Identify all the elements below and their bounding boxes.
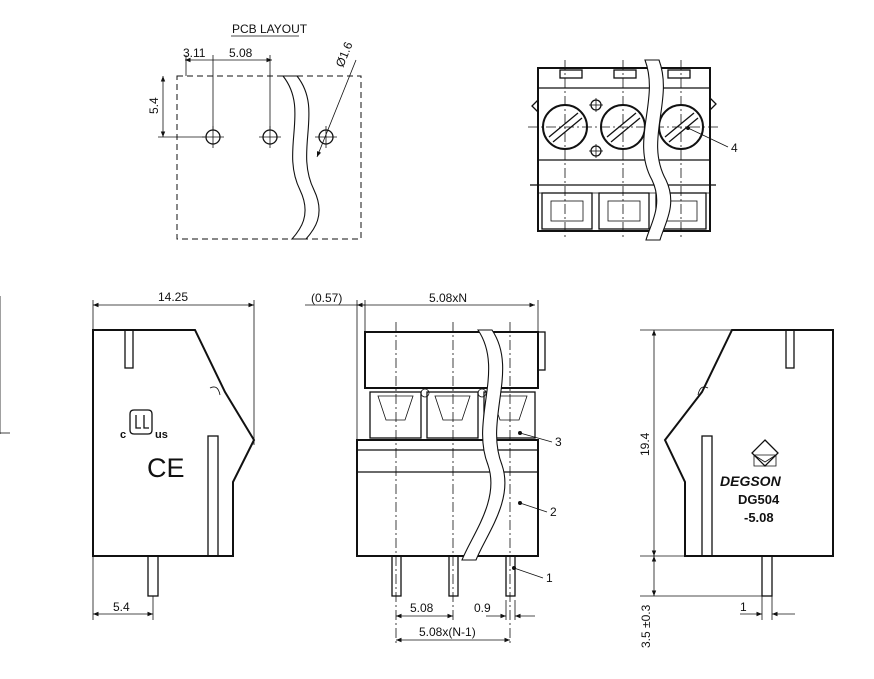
wire-entry — [541, 192, 593, 230]
side-rib — [207, 435, 219, 557]
rear-dim-pin-length: 3.5 ±0.3 — [639, 604, 653, 648]
pcb-outline — [176, 75, 362, 240]
model-line-1: DG504 — [738, 492, 780, 507]
front-dim-pitch: 5.08 — [410, 601, 434, 615]
front-top-housing — [364, 331, 539, 389]
break-line — [643, 59, 672, 241]
svg-text:c: c — [120, 429, 126, 441]
callout-1: 1 — [546, 571, 553, 585]
side-dim-width: 14.25 — [158, 290, 188, 304]
rear-view-body — [663, 329, 834, 557]
svg-text:us: us — [155, 429, 168, 441]
pcb-dim-height: 5.4 — [147, 97, 161, 114]
front-dim-overhang: (0.57) — [311, 291, 342, 305]
rear-pin — [761, 555, 773, 597]
front-view: (0.57) 5.08xN 3 2 1 5.08 — [305, 291, 562, 645]
rear-latch — [785, 329, 795, 369]
front-pin — [391, 555, 402, 597]
test-hole — [589, 144, 603, 158]
clamp-window — [426, 391, 479, 439]
side-latch — [124, 329, 134, 369]
break-line — [461, 329, 506, 561]
pcb-dim-pitch: 5.08 — [229, 46, 253, 60]
callout-2: 2 — [550, 505, 557, 519]
model-line-2: -5.08 — [744, 510, 774, 525]
clamp-window — [369, 391, 422, 439]
pcb-dim-hole: Ø1.6 — [333, 39, 356, 69]
side-pin — [147, 555, 159, 597]
pcb-dim-first-pitch: 3.11 — [183, 46, 206, 60]
rear-rib — [701, 435, 713, 557]
wire-entry — [598, 192, 650, 230]
callout-4: 4 — [731, 141, 738, 155]
degson-logo-icon — [751, 439, 779, 467]
pcb-hole — [259, 126, 281, 148]
front-dim-pin: 0.9 — [474, 601, 491, 615]
side-view-body — [92, 329, 256, 557]
top-view: 4 — [528, 59, 738, 241]
side-dim-pin-offset: 5.4 — [113, 600, 130, 614]
brand-name: DEGSON — [720, 473, 782, 489]
top-view-body — [537, 67, 711, 232]
break-line — [281, 75, 320, 240]
rear-view: DEGSON DG504 -5.08 19.4 3.5 ±0.3 1 — [638, 329, 834, 648]
front-pin — [505, 555, 516, 597]
test-hole — [589, 98, 603, 112]
side-view: 14.25 c us CE 5.4 — [92, 290, 256, 620]
rear-dim-pin-thickness: 1 — [740, 600, 747, 614]
pcb-hole — [315, 126, 337, 148]
callout-3: 3 — [555, 435, 562, 449]
front-dim-total: 5.08xN — [429, 291, 467, 305]
ul-recognized-mark: c us — [120, 409, 168, 441]
pcb-layout-title: PCB LAYOUT — [232, 22, 308, 36]
rear-dim-height: 19.4 — [638, 432, 652, 456]
pcb-hole — [202, 126, 224, 148]
ce-mark: CE — [147, 453, 185, 483]
front-dim-span: 5.08x(N-1) — [419, 625, 476, 639]
pcb-layout-view: PCB LAYOUT 3.11 5.08 5.4 Ø1.6 — [147, 22, 362, 240]
front-pin — [448, 555, 459, 597]
front-base-housing — [356, 439, 539, 557]
